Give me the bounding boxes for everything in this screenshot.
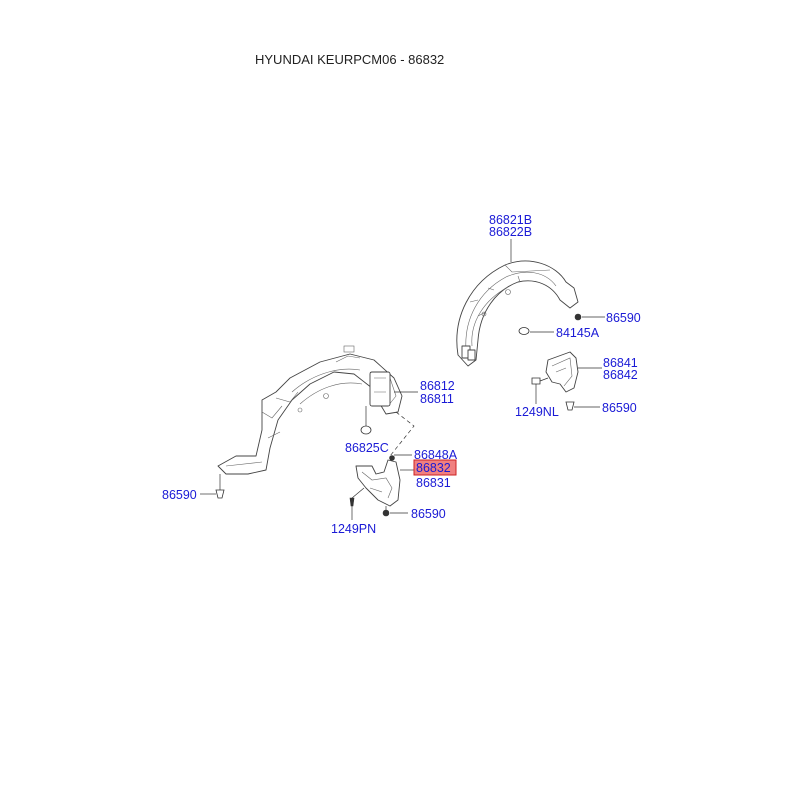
rear-wheel-guard [456, 260, 579, 367]
label-1249NL[interactable]: 1249NL [515, 405, 559, 419]
washer-84145A [518, 327, 554, 335]
clip-86848A [389, 454, 412, 461]
screw-1249NL [531, 377, 549, 404]
label-84145A[interactable]: 84145A [556, 326, 600, 340]
label-1249PN[interactable]: 1249PN [331, 522, 376, 536]
label-86822B[interactable]: 86822B [489, 225, 532, 239]
label-86821B[interactable]: 86821B [489, 213, 532, 227]
clip-86590-front-left [200, 474, 225, 499]
front-wheel-guard [217, 345, 403, 475]
label-86590-front-lower[interactable]: 86590 [411, 507, 446, 521]
dashed-connector [389, 411, 415, 457]
label-86848A[interactable]: 86848A [414, 448, 458, 462]
diagram-title: HYUNDAI KEURPCM06 - 86832 [255, 52, 445, 67]
screw-1249PN [349, 487, 365, 520]
label-86811[interactable]: 86811 [420, 392, 454, 406]
label-86832[interactable]: 86832 [416, 461, 451, 475]
rear-mud-guard [545, 351, 602, 393]
label-86825C[interactable]: 86825C [345, 441, 389, 455]
label-86590-front-left[interactable]: 86590 [162, 488, 197, 502]
label-86590-rear-upper[interactable]: 86590 [606, 311, 641, 325]
label-86812[interactable]: 86812 [420, 379, 455, 393]
front-mud-guard [355, 459, 416, 507]
clip-86590-rear-upper [574, 313, 605, 321]
highlight-box-86832 [413, 459, 457, 476]
label-86841[interactable]: 86841 [603, 356, 638, 370]
clip-86590-front-lower [382, 506, 408, 517]
label-86842[interactable]: 86842 [603, 368, 638, 382]
label-86831[interactable]: 86831 [416, 476, 451, 490]
washer-86825C [360, 406, 372, 435]
label-86590-rear-lower[interactable]: 86590 [602, 401, 637, 415]
clip-86590-rear-lower [565, 401, 600, 411]
